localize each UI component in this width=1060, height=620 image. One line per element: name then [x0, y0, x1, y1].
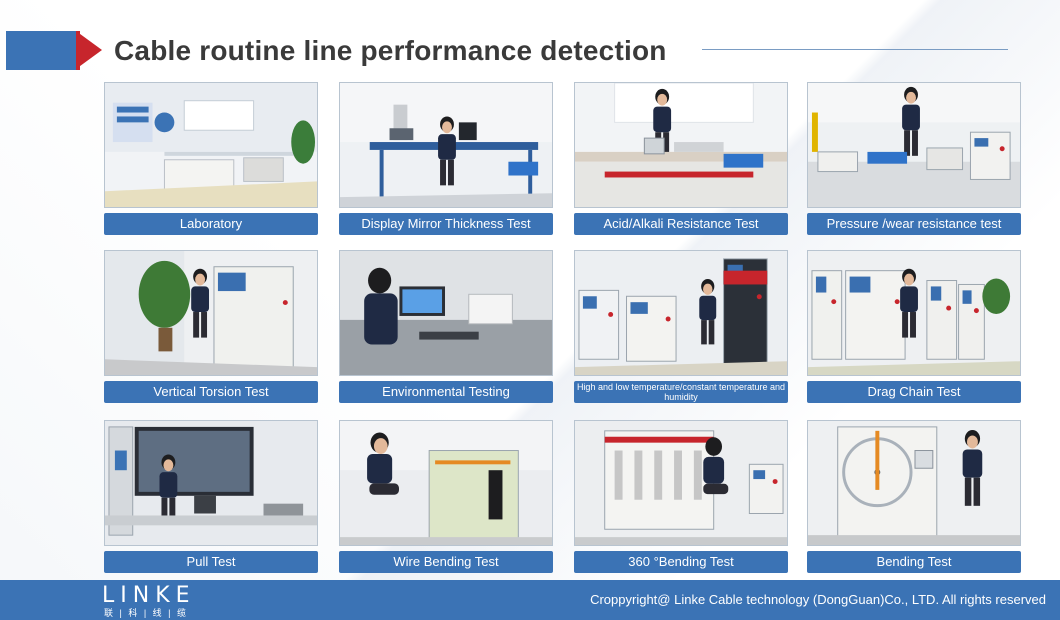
linke-logo: LINKE 联 | 科 | 线 | 缆: [102, 583, 234, 619]
logo-wordmark: LINKE: [102, 583, 196, 608]
test-photo: [807, 82, 1021, 208]
test-caption: Environmental Testing: [339, 381, 553, 403]
photo-illustration: [808, 251, 1020, 375]
test-caption: Pull Test: [104, 551, 318, 573]
test-caption: Vertical Torsion Test: [104, 381, 318, 403]
photo-illustration: [105, 421, 317, 545]
test-photo: [574, 250, 788, 376]
test-caption: High and low temperature/constant temper…: [574, 381, 788, 403]
test-caption: Laboratory: [104, 213, 318, 235]
photo-illustration: [340, 83, 552, 207]
test-photo: [574, 82, 788, 208]
copyright-text: Croppyright@ Linke Cable technology (Don…: [590, 592, 1046, 607]
test-photo: [339, 82, 553, 208]
test-photo: [807, 250, 1021, 376]
test-photo: [104, 420, 318, 546]
test-caption: Bending Test: [807, 551, 1021, 573]
test-photo: [104, 82, 318, 208]
photo-illustration: [808, 83, 1020, 207]
footer-bar: [0, 580, 1060, 620]
photo-illustration: [575, 421, 787, 545]
test-caption: Acid/Alkali Resistance Test: [574, 213, 788, 235]
photo-illustration: [105, 251, 317, 375]
test-photo: [807, 420, 1021, 546]
test-photo: [339, 420, 553, 546]
page-title: Cable routine line performance detection: [114, 35, 667, 66]
test-photo: [104, 250, 318, 376]
test-caption: Drag Chain Test: [807, 381, 1021, 403]
test-photo: [574, 420, 788, 546]
title-divider: [702, 49, 1008, 50]
photo-illustration: [340, 251, 552, 375]
title-accent-bar: [6, 31, 76, 70]
test-caption: 360 °Bending Test: [574, 551, 788, 573]
logo-subtext: 联 | 科 | 线 | 缆: [104, 608, 189, 618]
title-arrow-icon: [76, 31, 102, 69]
photo-illustration: [575, 83, 787, 207]
photo-illustration: [340, 421, 552, 545]
photo-illustration: [808, 421, 1020, 545]
test-caption: Wire Bending Test: [339, 551, 553, 573]
photo-illustration: [105, 83, 317, 207]
test-caption: Pressure /wear resistance test: [807, 213, 1021, 235]
test-caption: Display Mirror Thickness Test: [339, 213, 553, 235]
test-photo: [339, 250, 553, 376]
photo-illustration: [575, 251, 787, 375]
